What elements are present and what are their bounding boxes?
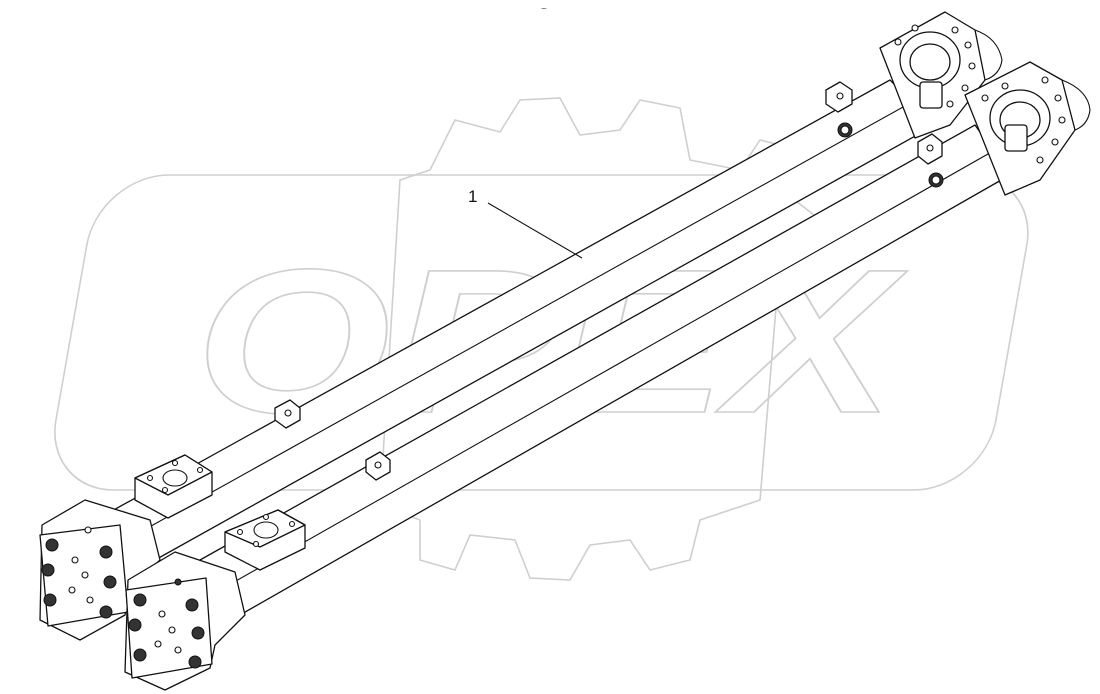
cylinder-b-mount-block [224, 509, 306, 571]
header-mark: ~ [541, 4, 547, 15]
cylinder-a-port-fitting-mid [274, 399, 301, 429]
watermark-badge [54, 174, 1029, 491]
cylinder-a-mount-block [134, 454, 213, 519]
cylinder-b-port-fitting-mid [365, 451, 391, 481]
cylinder-b-port-fitting-rear [917, 133, 944, 188]
cylinder-b [124, 61, 1091, 691]
cylinder-a-rear-flange [879, 11, 1003, 139]
cylinder-a-port-fitting-rear [825, 81, 853, 138]
cylinder-b-rear-flange [964, 61, 1091, 196]
callout-1: 1 [468, 187, 583, 259]
cylinder-a [39, 11, 1003, 641]
watermark-gear-icon [379, 97, 822, 581]
callout-label: 1 [468, 187, 477, 206]
callout-leader [487, 202, 583, 259]
cylinder-b-head-cap [124, 551, 246, 691]
